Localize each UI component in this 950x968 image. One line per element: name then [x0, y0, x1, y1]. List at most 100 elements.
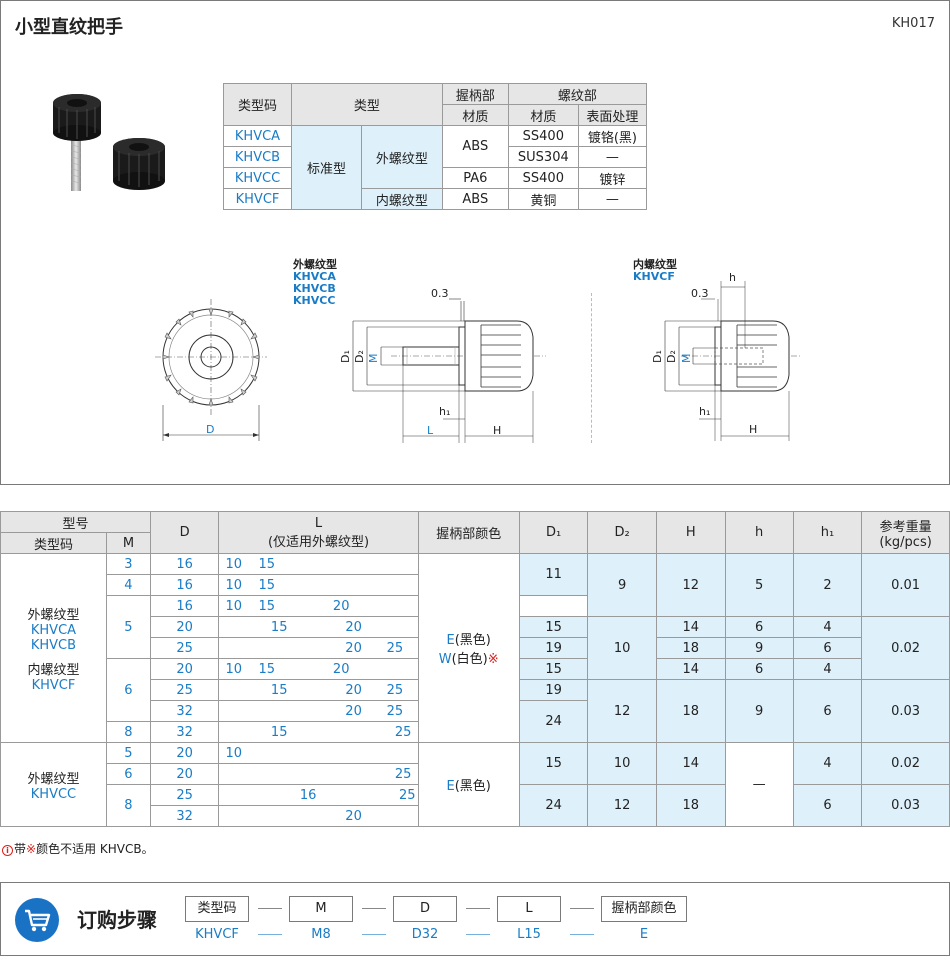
h1-cell: 6: [792, 637, 863, 659]
grip-material-cell: ABS: [441, 188, 509, 210]
th-l-sub: (仅适用外螺纹型): [267, 534, 370, 550]
group1-color-cell: E(黑色) W(白色)※: [417, 553, 520, 743]
thread-material-cell: SS400: [507, 167, 579, 189]
dim-hh-label: h: [729, 271, 736, 284]
order-title: 订购步骤: [77, 908, 157, 932]
step-separator: [466, 908, 490, 909]
thread-material-cell: SS400: [507, 125, 579, 147]
external-thread-title: 外螺纹型: [293, 258, 337, 271]
product-code: KH017: [891, 16, 935, 31]
l-cell: 20: [218, 805, 419, 827]
h-cell: 14: [655, 742, 726, 785]
m-cell: 3: [105, 553, 151, 575]
dim-h1-label: h₁: [439, 405, 450, 418]
l-cell: 10: [218, 742, 419, 764]
table-row: 外螺纹型 KHVCC 5 20 10 E(黑色) 15 10 14 — 4 0.…: [0, 742, 950, 827]
divider: [591, 293, 592, 443]
group2-color-cell: E(黑色): [417, 742, 520, 827]
th-model: 型号: [0, 511, 151, 533]
hh-cell: 6: [724, 658, 794, 680]
category-cell: 标准型: [291, 125, 362, 210]
group1-label: 内螺纹型: [27, 662, 80, 678]
d-cell: 16: [149, 574, 220, 596]
h1-cell: 2: [792, 553, 863, 617]
h1-cell: 4: [792, 658, 863, 680]
th-h: H: [655, 511, 726, 554]
internal-thread-title: 内螺纹型: [633, 258, 677, 271]
note-text: 颜色不适用 KHVCB。: [36, 842, 154, 856]
color-code-w: W: [438, 652, 452, 667]
th-l: L(仅适用外螺纹型): [218, 511, 419, 554]
code-khvca: KHVCA: [293, 270, 336, 283]
m-cell: 5: [105, 595, 151, 659]
dim-h1-label-2: h₁: [699, 405, 710, 418]
code-khvcf: KHVCF: [633, 270, 675, 283]
step-separator: [362, 908, 386, 909]
type-code-cell: KHVCC: [223, 167, 292, 189]
th-grip: 握柄部: [441, 83, 509, 105]
table-row: KHVCC PA6 SS400 镀锌: [223, 167, 648, 189]
m-cell: 5: [105, 742, 151, 764]
table-row: 外螺纹型 KHVCA KHVCB 内螺纹型 KHVCF 3 16 10 15 E…: [0, 553, 950, 743]
dim-h-label: H: [493, 424, 501, 437]
m-cell: 4: [105, 574, 151, 596]
h1-cell: 6: [792, 784, 863, 827]
weight-cell: 0.02: [861, 742, 950, 785]
th-grip-material: 材质: [441, 104, 509, 126]
table-row: KHVCB SUS304 —: [223, 146, 648, 168]
d-cell: 20: [149, 763, 220, 785]
l-cell: 15 20 25: [218, 679, 419, 701]
th-d2: D₂: [587, 511, 657, 554]
h-cell: 14: [655, 616, 726, 638]
code-khvcb: KHVCB: [293, 282, 336, 295]
m-cell: 6: [105, 658, 151, 722]
weight-cell: 0.03: [861, 679, 950, 743]
th-weight-label: 参考重量: [879, 519, 932, 535]
d-cell: 32: [149, 805, 220, 827]
type-code-cell: KHVCB: [223, 146, 292, 168]
th-weight-unit: (kg/pcs): [879, 534, 932, 550]
d2-cell: 12: [587, 679, 657, 743]
group1-label: 外螺纹型: [27, 607, 80, 623]
internal-thread-label: 内螺纹型 KHVCF: [633, 259, 677, 283]
table-row: 6 20 10 15 20 15 14 6 4: [1, 658, 950, 722]
note-mark: ※: [26, 842, 37, 856]
step-separator: [570, 908, 594, 909]
th-type-code: 类型码: [223, 83, 292, 126]
subtype-cell: 内螺纹型: [361, 188, 443, 210]
th-surface: 表面处理: [577, 104, 648, 126]
group1-code: KHVCA: [30, 622, 77, 638]
subtype-cell: 外螺纹型: [361, 125, 443, 189]
th-type: 类型: [291, 83, 443, 126]
example-d: D32: [411, 927, 439, 942]
dim-gap-label-2: 0.3: [691, 287, 709, 300]
product-panel: 小型直纹把手 KH017: [0, 0, 950, 485]
thread-material-cell: 黄铜: [507, 188, 579, 210]
dim-h-label-2: H: [749, 423, 757, 436]
d-cell: 25: [149, 679, 220, 701]
h1-cell: 6: [792, 679, 863, 743]
table-row: 25 15 20 25 19 12 18 9 6 0.03: [1, 679, 950, 743]
d2-cell: 12: [587, 784, 657, 827]
h-cell: 18: [655, 679, 726, 743]
l-cell: 10 15 20: [218, 595, 419, 617]
d1-cell: 15: [518, 616, 589, 638]
l-cell: 20 25: [218, 637, 419, 659]
info-icon: i: [2, 845, 13, 856]
l-cell: 25: [218, 763, 419, 785]
l-cell: 10 15: [218, 553, 419, 575]
hh-cell: 9: [724, 637, 794, 659]
th-d: D: [149, 511, 220, 554]
table-row: 8 25 16 25 24 12 18 6 0.03: [1, 784, 950, 827]
dim-m-label: M: [367, 354, 380, 364]
example-separator: [258, 934, 282, 935]
step-color: 握柄部颜色: [601, 896, 687, 922]
page-title: 小型直纹把手: [15, 17, 123, 38]
spec-table: 型号 D L(仅适用外螺纹型) 握柄部颜色 D₁ D₂ H h h₁ 参考重量(…: [0, 511, 950, 827]
l-cell: 20 25: [218, 700, 419, 722]
example-separator: [570, 934, 594, 935]
d1-cell: 24: [518, 700, 589, 743]
surface-cell: —: [577, 188, 648, 210]
note-prefix: 带: [14, 842, 27, 856]
th-d1: D₁: [518, 511, 589, 554]
